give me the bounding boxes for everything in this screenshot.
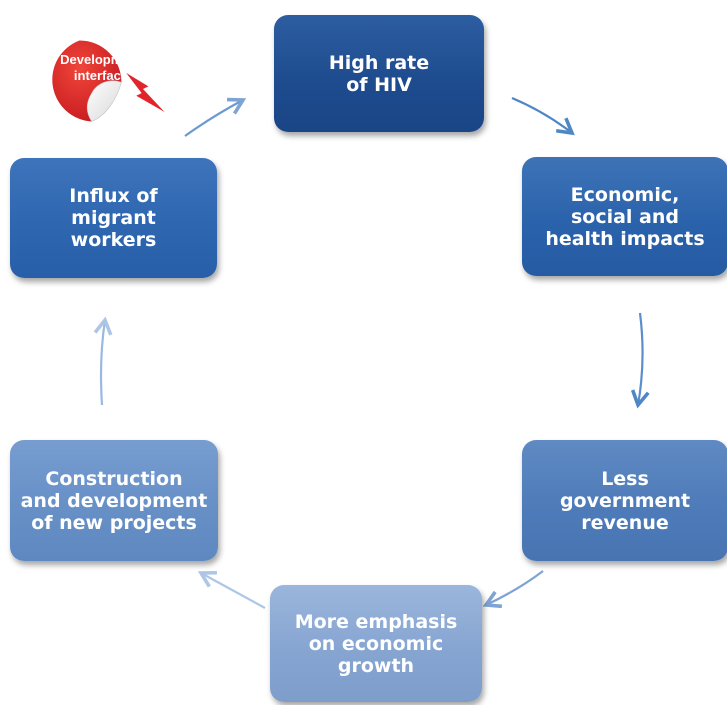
node-high-rate-hiv: High rate of HIV [274,15,484,132]
node-more-emphasis-economic-growth: More emphasis on economic growth [270,585,482,702]
arrow-revenue-to-growth [482,570,544,609]
development-interface-sticker [52,40,165,122]
sticker-label-line2: interface [73,68,129,83]
arrow-growth-to-construction [197,570,266,609]
arrow-impacts-to-revenue [630,312,650,409]
lightning-bolt-icon [126,72,165,112]
sticker-label-line1: Development [60,52,142,67]
sticker-label: Development interface [35,52,167,84]
arrow-influx-to-hiv [184,97,247,137]
arrow-construction-to-influx [93,316,113,406]
node-economic-social-health-impacts: Economic, social and health impacts [522,157,727,276]
node-influx-migrant-workers: Influx of migrant workers [10,158,217,278]
sticker-curl [86,80,122,122]
arrow-hiv-to-impacts [511,96,575,136]
node-construction-development-projects: Construction and development of new proj… [10,440,218,561]
sticker-disc [52,40,122,122]
node-less-government-revenue: Less government revenue [522,440,727,561]
